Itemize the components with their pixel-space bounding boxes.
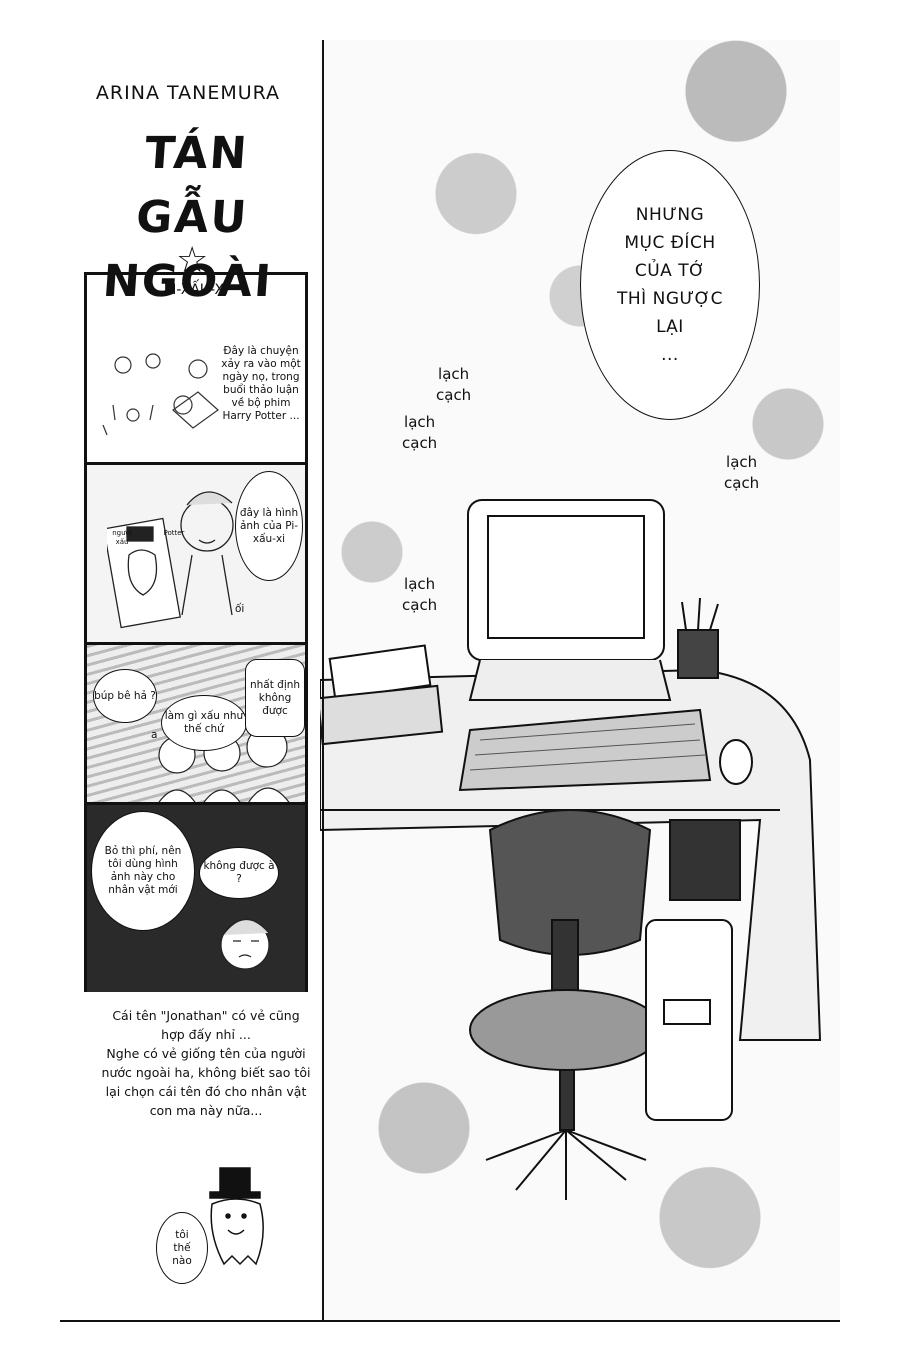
paper-text-left: người xấu [112, 529, 132, 546]
main-speech-bubble: NHƯNG MỤC ĐÍCH CỦA TỚ THÌ NGƯỢC LẠI ... [580, 150, 760, 420]
main-speech-line-1: NHƯNG [635, 205, 705, 225]
panel-4-speech: không được à ? [203, 860, 275, 885]
girl-holding-drawing-illustration [107, 491, 234, 629]
caption-line-6: con ma này nữa... [149, 1103, 263, 1118]
sulking-girl-illustration [220, 918, 270, 970]
desk-scene-illustration [320, 499, 822, 1200]
panel-3-bubble-2: làm gì xấu như thế chứ [161, 695, 247, 751]
panel-3-speech-1: búp bê hả ? [94, 689, 156, 702]
main-speech-line-4: THÌ NGƯỢC [617, 289, 723, 309]
panel-3-speech-2: làm gì xấu như thế chứ [164, 710, 244, 735]
main-speech-line-3: CỦA TỚ [634, 261, 706, 281]
strip-title: PI-XẤU-XÍ [87, 275, 305, 308]
strip-panel-2: đây là hình ảnh của Pi-xấu-xi người xấu … [87, 465, 305, 645]
main-speech-line-5: LẠI [656, 317, 684, 337]
panel-2-sfx: ối [235, 603, 245, 615]
title-line-1: TÁN GẪU [134, 128, 251, 243]
panel-4-speech-bubble: không được à ? [199, 847, 279, 899]
ghost-speech-bubble: tôi thế nào [156, 1212, 208, 1284]
ghost-speech-line-1: tôi [175, 1228, 189, 1241]
strip-caption: Cái tên "Jonathan" có vẻ cũng hợp đấy nh… [86, 1006, 326, 1120]
caption-line-1: Cái tên "Jonathan" có vẻ cũng [112, 1008, 300, 1023]
caption-line-5: lại chọn cái tên đó cho nhân vật [105, 1084, 307, 1099]
main-speech-line-2: MỤC ĐÍCH [624, 233, 716, 253]
panel-3-speech-3: nhất định không được [249, 678, 301, 717]
ghost-speech-line-3: nào [172, 1254, 192, 1267]
sfx-2-word-2: cạch [402, 434, 438, 452]
sketch-figures-illustration [102, 353, 219, 436]
panel-3-sfx: a [151, 729, 158, 741]
side-column: ARINA TANEMURA TÁN GẪU NGOÀI LỀ ☆ PI-XẤU… [0, 0, 320, 1360]
strip-panel-1: Đây là chuyện xảy ra vào một ngày nọ, tr… [87, 305, 305, 465]
sfx-2-word-1: lạch [404, 413, 436, 431]
panel-4-narration: Bỏ thì phí, nên tôi dùng hình ảnh này ch… [104, 845, 182, 896]
main-panel: lạch cạch lạch cạch lạch cạch lạch cạch [320, 40, 840, 1320]
caption-line-4: nước ngoài ha, không biết sao tôi [101, 1065, 311, 1080]
sfx-clatter-2: lạch cạch [402, 412, 437, 454]
author-name: ARINA TANEMURA [95, 82, 281, 104]
ghost-mascot-illustration [209, 1167, 264, 1266]
sfx-4-word-2: cạch [402, 596, 438, 614]
panel-2-speech: đây là hình ảnh của Pi-xấu-xi [239, 506, 299, 545]
panel-3-bubble-1: búp bê hả ? [93, 669, 157, 723]
main-speech: NHƯNG MỤC ĐÍCH CỦA TỚ THÌ NGƯỢC LẠI ... [617, 201, 723, 369]
sfx-clatter-4: lạch cạch [402, 574, 437, 616]
comic-strip: PI-XẤU-XÍ Đây là chuyện xảy ra vào một n… [84, 272, 308, 992]
panel-3-bubble-3: nhất định không được [245, 659, 305, 737]
main-panel-border [322, 40, 324, 1320]
caption-line-2: hợp đấy nhỉ ... [161, 1027, 251, 1042]
strip-panel-3: búp bê hả ? làm gì xấu như thế chứ nhất … [87, 645, 305, 805]
sfx-1-word-2: cạch [436, 386, 472, 404]
sfx-3-word-2: cạch [724, 474, 760, 492]
main-speech-line-6: ... [661, 345, 679, 365]
sfx-3-word-1: lạch [726, 453, 758, 471]
panel-1-narration: Đây là chuyện xảy ra vào một ngày nọ, tr… [221, 345, 301, 422]
sfx-clatter-1: lạch cạch [436, 364, 471, 406]
paper-text-right: Potter [163, 529, 185, 537]
panel-2-speech-bubble: đây là hình ảnh của Pi-xấu-xi [235, 471, 303, 581]
bottom-rule [60, 1320, 840, 1322]
ghost-speech: tôi thế nào [172, 1229, 192, 1268]
sfx-clatter-3: lạch cạch [724, 452, 759, 494]
sfx-1-word-1: lạch [438, 365, 470, 383]
caption-line-3: Nghe có vẻ giống tên của người [106, 1046, 306, 1061]
ghost-speech-line-2: thế [173, 1241, 191, 1254]
panel-4-narration-bubble: Bỏ thì phí, nên tôi dùng hình ảnh này ch… [91, 811, 195, 931]
sfx-4-word-1: lạch [404, 575, 436, 593]
strip-panel-4: Bỏ thì phí, nên tôi dùng hình ảnh này ch… [87, 805, 305, 992]
